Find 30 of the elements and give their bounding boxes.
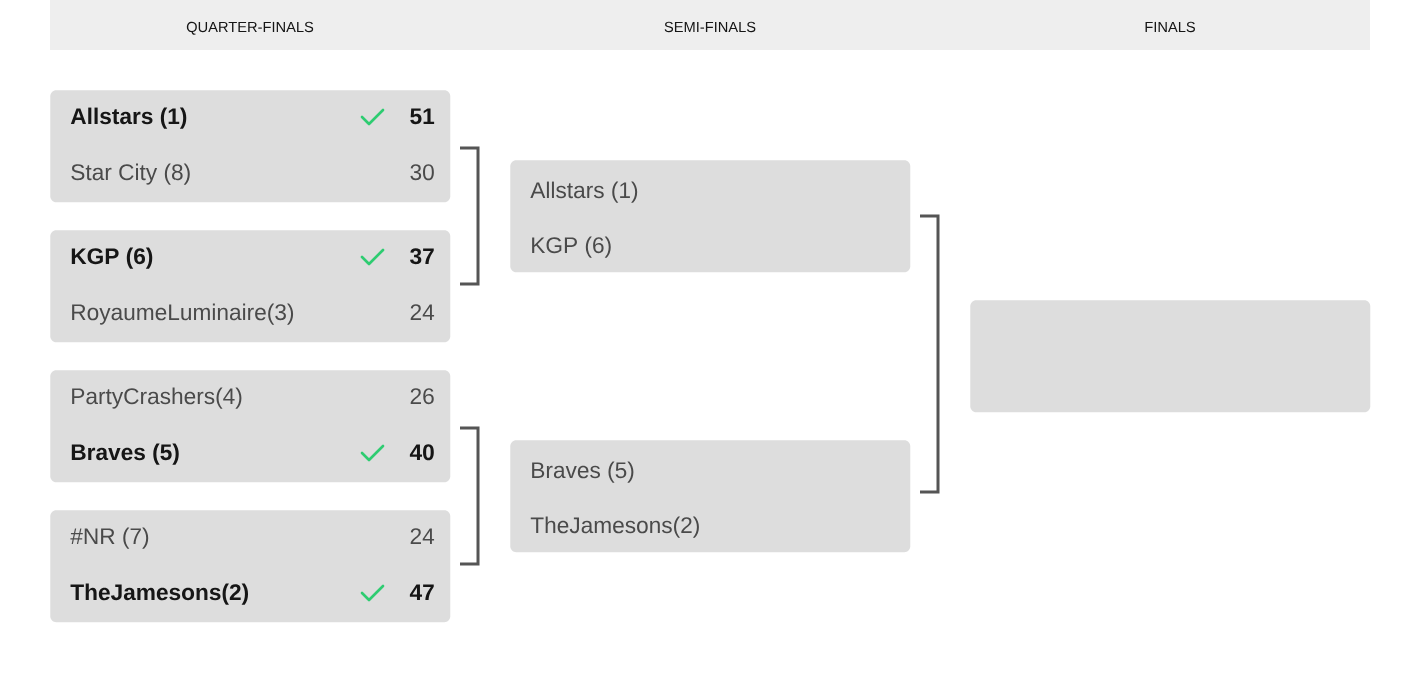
score: 24 xyxy=(410,528,435,544)
score: 47 xyxy=(409,584,434,600)
team-name: Allstars (1) xyxy=(530,181,638,203)
score: 40 xyxy=(409,444,434,461)
match-box xyxy=(50,230,451,343)
team-name: KGP (6) xyxy=(71,247,153,269)
match-box xyxy=(970,300,1371,413)
team-name: #NR (7) xyxy=(70,527,149,549)
team-name: KGP (6) xyxy=(532,236,611,258)
score: 24 xyxy=(410,304,435,320)
team-name: RoyaumeLuminaire(3) xyxy=(72,303,294,325)
column-heading: SEMI-FINALS xyxy=(664,21,756,33)
score: 26 xyxy=(410,388,434,405)
column-heading: FINALS xyxy=(1145,21,1195,33)
match-box xyxy=(50,370,451,483)
column-heading: QUARTER-FINALS xyxy=(186,21,314,35)
score: 51 xyxy=(410,108,435,125)
team-name: TheJamesons(2) xyxy=(530,516,699,538)
team-name: Allstars (1) xyxy=(70,107,187,129)
match-box xyxy=(510,440,911,553)
team-name: Braves (5) xyxy=(71,443,179,465)
team-name: PartyCrashers(4) xyxy=(72,387,242,409)
match-box xyxy=(50,90,451,203)
score: 37 xyxy=(410,248,434,265)
match-box xyxy=(50,510,451,623)
team-name: TheJamesons(2) xyxy=(70,583,248,605)
team-name: Braves (5) xyxy=(532,461,634,483)
score: 30 xyxy=(410,164,434,181)
team-name: Star City (8) xyxy=(71,163,190,185)
match-box xyxy=(510,160,911,273)
